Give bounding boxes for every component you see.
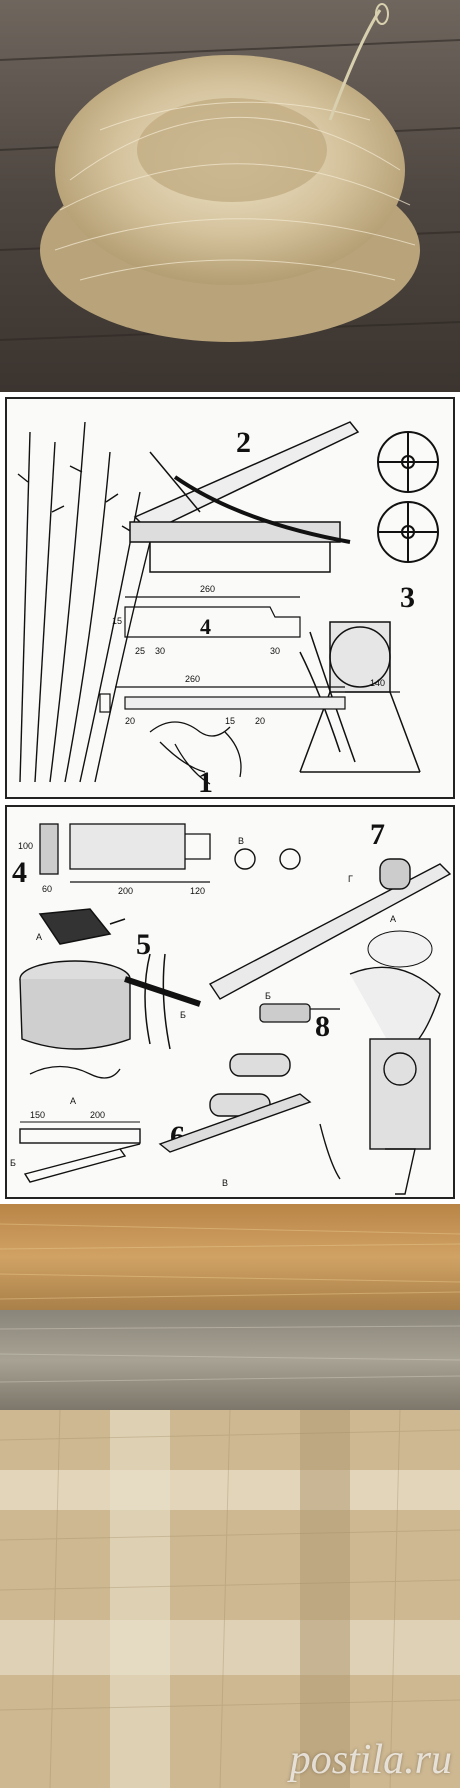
svg-text:Б: Б [180, 1010, 186, 1020]
scutching-blade-drawing [99, 596, 400, 713]
step-number-2: 2 [236, 426, 251, 459]
fiber-tuft-drawing [367, 930, 433, 968]
svg-text:20: 20 [125, 716, 135, 726]
tree-stump-drawing [19, 960, 131, 1050]
svg-text:Б: Б [265, 991, 271, 1001]
gear-wheels-drawing [377, 431, 439, 563]
svg-text:150: 150 [30, 1110, 45, 1120]
svg-text:А: А [70, 1096, 76, 1106]
svg-text:260: 260 [185, 674, 200, 684]
svg-text:200: 200 [118, 886, 133, 896]
svg-text:200: 200 [90, 1110, 105, 1120]
svg-text:140: 140 [370, 678, 385, 688]
step-number-7: 7 [370, 818, 385, 851]
knife-drawing [38, 908, 126, 945]
svg-text:А: А [36, 932, 42, 942]
svg-text:120: 120 [190, 886, 205, 896]
svg-text:30: 30 [270, 646, 280, 656]
flax-fiber-photo [0, 1204, 460, 1410]
step-number-4: 4 [12, 856, 27, 889]
svg-text:30: 30 [155, 646, 165, 656]
svg-text:В: В [238, 836, 244, 846]
svg-text:20: 20 [255, 716, 265, 726]
flax-breaker-drawing [129, 421, 360, 573]
svg-text:Г: Г [348, 874, 353, 884]
flax-plants-drawing [17, 421, 151, 783]
woven-linen-photo: postila.ru [0, 1410, 460, 1788]
svg-text:Б: Б [10, 1158, 16, 1168]
svg-text:260: 260 [200, 584, 215, 594]
svg-text:15: 15 [225, 716, 235, 726]
svg-text:А: А [390, 914, 396, 924]
flax-coil-photo [0, 0, 460, 392]
step-number-5: 5 [136, 928, 151, 961]
svg-text:4: 4 [200, 614, 211, 639]
hackling-board-drawing [208, 848, 452, 1000]
svg-text:15: 15 [112, 616, 122, 626]
spinning-distaff-drawing [319, 966, 441, 1195]
flax-processing-diagram-1: 2 3 260 15 25 [0, 392, 460, 804]
scutching-drawing [124, 953, 201, 1050]
step-number-3: 3 [400, 581, 415, 614]
step-number-8: 8 [315, 1010, 330, 1043]
rollers-drawing [158, 1053, 312, 1153]
svg-text:60: 60 [42, 884, 52, 894]
scutching-board-drawing [39, 823, 211, 883]
svg-text:В: В [222, 1178, 228, 1188]
svg-text:25: 25 [135, 646, 145, 656]
hands-pulling-drawing [29, 1065, 121, 1079]
svg-text:100: 100 [18, 841, 33, 851]
brush-drawing [259, 1003, 340, 1023]
hands-drawing [149, 721, 242, 785]
flax-processing-diagram-2: 100 60 200 120 4 А 5 Б 7 В Г А [0, 804, 460, 1204]
watermark: postila.ru [289, 1737, 452, 1783]
step-number-1: 1 [198, 766, 213, 799]
flax-comb-drawing [19, 1128, 141, 1183]
